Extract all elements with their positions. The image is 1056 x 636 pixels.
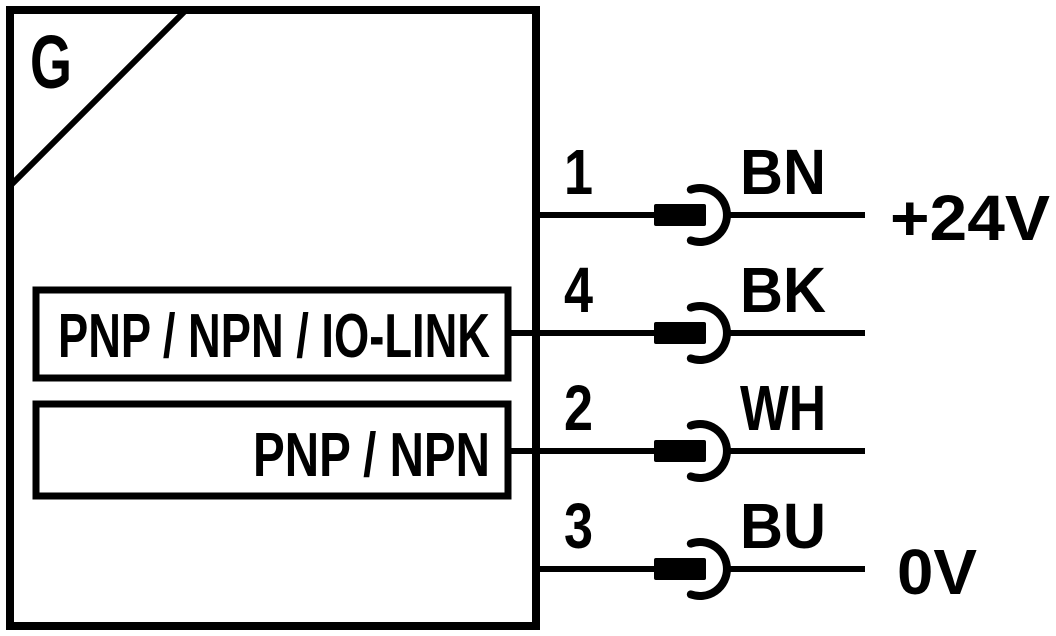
plug-contact-icon <box>654 322 706 344</box>
wire-color-label: BN <box>740 136 826 208</box>
pin-row-1: 1 BN +24V <box>532 136 1050 254</box>
wire-color-label: BU <box>740 490 826 562</box>
plug-contact-icon <box>654 558 706 580</box>
pin-row-4: 3 BU 0V <box>532 490 977 608</box>
plug-contact-icon <box>654 440 706 462</box>
function-block-io-link-label: PNP / NPN / IO-LINK <box>58 302 490 371</box>
pin-number: 4 <box>564 254 593 326</box>
pin-number: 3 <box>564 490 593 562</box>
pin-row-3: 2 WH <box>505 372 865 482</box>
pin-number: 2 <box>564 372 593 444</box>
wire-color-label: BK <box>740 254 826 326</box>
pin-signal-label: 0V <box>897 536 977 608</box>
pin-number: 1 <box>564 136 593 208</box>
device-corner-diagonal <box>8 8 188 188</box>
pin-signal-label: +24V <box>890 182 1050 254</box>
device-label: G <box>30 20 72 104</box>
function-block-pnp-npn-label: PNP / NPN <box>253 421 490 490</box>
device-outline <box>6 6 540 630</box>
pin-row-2: 4 BK <box>505 254 865 364</box>
plug-contact-icon <box>654 204 706 226</box>
wire-color-label: WH <box>740 372 826 444</box>
